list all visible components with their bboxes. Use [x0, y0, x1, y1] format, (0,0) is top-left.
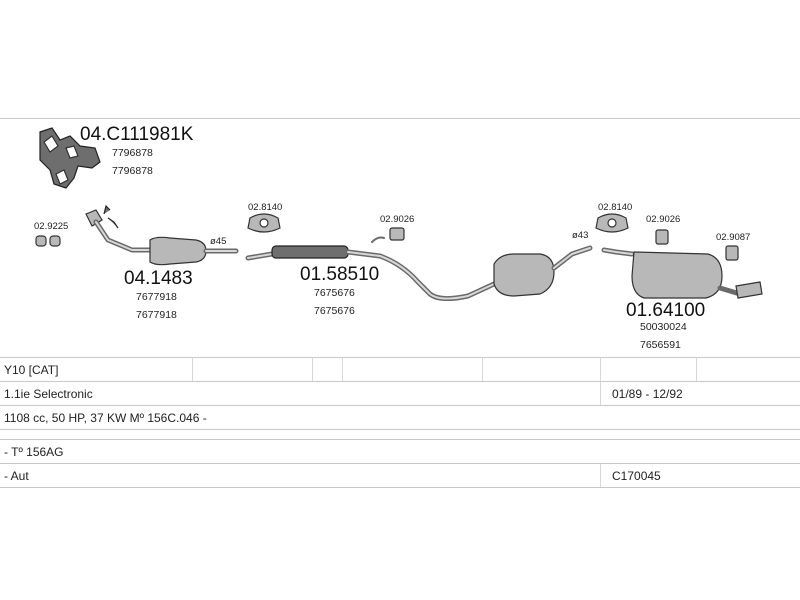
mid-section-code: 01.58510 — [300, 264, 379, 285]
hanger-c-code: 02.9087 — [716, 232, 750, 243]
divider — [600, 382, 601, 406]
manifold-oe-2: 7796878 — [112, 165, 153, 177]
divider — [482, 358, 483, 382]
spec-row-engine: 1.1ie Selectronic 01/89 - 12/92 — [0, 381, 800, 406]
years-label: 01/89 - 12/92 — [612, 387, 683, 401]
type-label: - Tº 156AG — [4, 445, 64, 459]
clamp-02-8140-b[interactable] — [595, 213, 629, 233]
spec-row-transmission: - Aut C170045 — [0, 463, 800, 488]
manifold-oe-1: 7796878 — [112, 147, 153, 159]
exhaust-system-diagram: 04.C111981K 7796878 7796878 02.9225 ø45 … — [34, 124, 763, 351]
divider — [192, 358, 193, 382]
model-label: Y10 [CAT] — [4, 363, 59, 377]
ref-label: C170045 — [612, 469, 661, 483]
rear-silencer[interactable] — [601, 247, 763, 299]
clamp-b-code: 02.8140 — [598, 202, 632, 213]
divider — [600, 464, 601, 488]
rear-silencer-code: 01.64100 — [626, 300, 705, 321]
exhaust-manifold[interactable] — [39, 127, 101, 189]
middle-silencer[interactable] — [493, 245, 593, 297]
table-bottom-border — [0, 487, 800, 488]
gasket-code: 02.9225 — [34, 221, 68, 232]
clamp-b-diameter: ø43 — [572, 230, 588, 241]
front-pipe-catalyst[interactable] — [85, 204, 239, 266]
divider — [696, 358, 697, 382]
hanger-02-9026-b[interactable] — [655, 229, 669, 245]
spec-row-blank — [0, 429, 800, 442]
catalyst-oe-1: 7677918 — [136, 291, 177, 303]
mid-section-oe-1: 7675676 — [314, 287, 355, 299]
gasket-02-9225[interactable] — [35, 235, 61, 247]
spec-row-model: Y10 [CAT] — [0, 357, 800, 382]
manifold-code: 04.C111981K — [80, 124, 194, 145]
divider — [342, 358, 343, 382]
transmission-label: - Aut — [4, 469, 29, 483]
catalyst-code: 04.1483 — [124, 268, 193, 289]
capacity-label: 1108 cc, 50 HP, 37 KW Mº 156C.046 - — [4, 411, 207, 425]
mid-section-pipe[interactable] — [245, 245, 497, 302]
hanger-b-code: 02.9026 — [646, 214, 680, 225]
top-border — [0, 118, 800, 119]
catalyst-diameter: ø45 — [210, 236, 226, 247]
rear-silencer-oe-2: 7656591 — [640, 339, 681, 351]
hanger-02-9087[interactable] — [725, 245, 739, 261]
mid-section-oe-2: 7675676 — [314, 305, 355, 317]
divider — [312, 358, 313, 382]
hanger-02-9026-a[interactable] — [371, 227, 405, 243]
catalyst-oe-2: 7677918 — [136, 309, 177, 321]
divider — [600, 358, 601, 382]
clamp-a-code: 02.8140 — [248, 202, 282, 213]
engine-label: 1.1ie Selectronic — [4, 387, 93, 401]
spec-row-capacity: 1108 cc, 50 HP, 37 KW Mº 156C.046 - — [0, 405, 800, 430]
rear-silencer-oe-1: 50030024 — [640, 321, 687, 333]
spec-row-type: - Tº 156AG — [0, 439, 800, 464]
clamp-02-8140-a[interactable] — [247, 213, 281, 233]
hanger-a-code: 02.9026 — [380, 214, 414, 225]
